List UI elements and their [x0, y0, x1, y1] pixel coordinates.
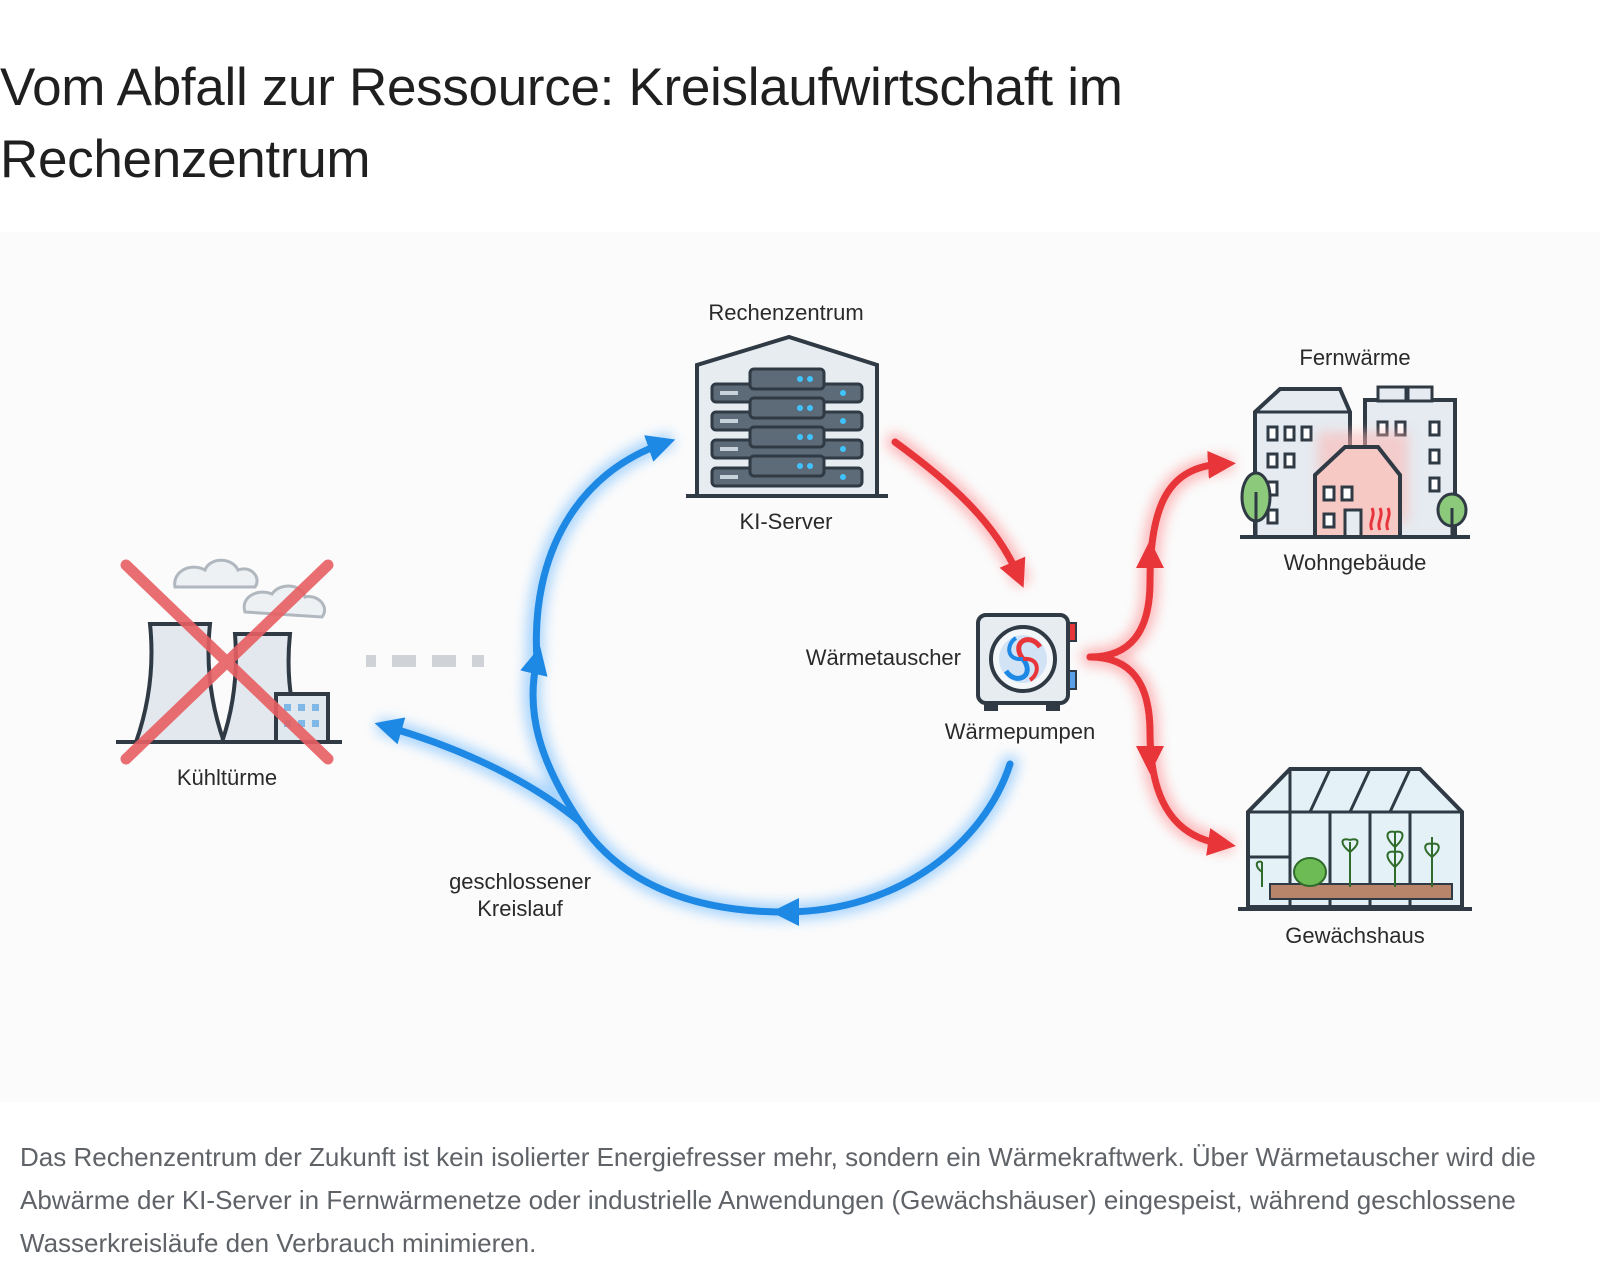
greenhouse-icon [1238, 767, 1472, 911]
disconnected-dash-line [366, 655, 484, 667]
district-heating-node: Fernwärme [1240, 345, 1470, 575]
datacenter-node: Rechenzentrum [686, 300, 888, 534]
cross-out-icon [120, 559, 334, 765]
tree-icon [1240, 471, 1468, 537]
datacenter-bottom-label: KI-Server [740, 509, 833, 534]
closed-loop-label: geschlossener Kreislauf [449, 869, 591, 921]
heat-pump-icon [976, 613, 1077, 711]
greenhouse-label: Gewächshaus [1285, 923, 1424, 948]
loop-label-line2: Kreislauf [477, 896, 563, 921]
cooling-label: Kühltürme [177, 765, 277, 790]
district-bottom-label: Wohngebäude [1284, 550, 1427, 575]
exchanger-left-label: Wärmetauscher [806, 645, 961, 670]
page-title: Vom Abfall zur Ressource: Kreislaufwirts… [0, 58, 1123, 189]
district-top-label: Fernwärme [1299, 345, 1410, 370]
loop-label-line1: geschlossener [449, 869, 591, 894]
closed-loop-arrows [374, 433, 1019, 926]
exchanger-bottom-label: Wärmepumpen [945, 719, 1095, 744]
residential-buildings-icon [1240, 385, 1470, 539]
server-building-icon [686, 334, 888, 498]
cooling-towers-node: Kühltürme [116, 558, 342, 790]
datacenter-top-label: Rechenzentrum [708, 300, 863, 325]
heat-flow-arrows [886, 433, 1236, 856]
figure-caption: Das Rechenzentrum der Zukunft ist kein i… [20, 1142, 1536, 1258]
greenhouse-node: Gewächshaus [1238, 767, 1472, 948]
circular-economy-diagram: Rechenzentrum [0, 232, 1600, 1102]
heat-exchanger-node: Wärmetauscher Wärmepumpen [806, 613, 1095, 744]
